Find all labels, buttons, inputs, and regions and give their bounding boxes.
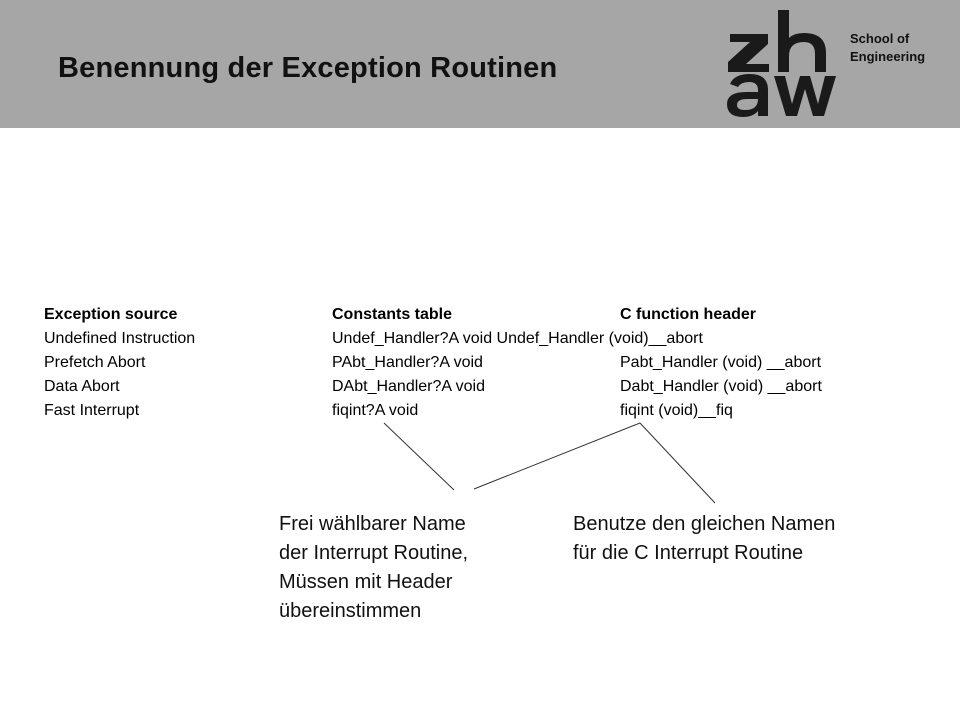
- table-cell-function: Pabt_Handler (void) __abort: [620, 354, 822, 371]
- table-cell-constant: Undef_Handler?A void Undef_Handler (void…: [332, 330, 703, 347]
- slide-title: Benennung der Exception Routinen: [58, 52, 558, 84]
- table-cell-function: Dabt_Handler (void) __abort: [620, 378, 822, 395]
- table-cell-constant: fiqint?A void: [332, 402, 419, 419]
- note-left-line: Müssen mit Header: [279, 571, 453, 593]
- slide-header: Benennung der Exception Routinen School …: [0, 0, 960, 128]
- header-c-function: C function header: [620, 306, 757, 323]
- note-right-line: für die C Interrupt Routine: [573, 542, 804, 564]
- table-cell-source: Prefetch Abort: [44, 354, 146, 371]
- note-right: Benutze den gleichen Namen für die C Int…: [573, 510, 835, 568]
- connector-line-right: [639, 422, 716, 504]
- header-constants-table: Constants table: [332, 306, 453, 323]
- note-left-line: der Interrupt Routine,: [279, 542, 468, 564]
- header-exception-source: Exception source: [44, 306, 178, 323]
- connector-line-middle: [473, 422, 641, 490]
- table-cell-source: Fast Interrupt: [44, 402, 140, 419]
- note-left-line: Frei wählbarer Name: [279, 513, 466, 535]
- table-cell-constant: DAbt_Handler?A void: [332, 378, 485, 395]
- zhaw-logo: [727, 10, 836, 117]
- table-cell-constant: PAbt_Handler?A void: [332, 354, 483, 371]
- table-cell-source: Undefined Instruction: [44, 330, 196, 347]
- school-label: School of Engineering: [850, 30, 925, 66]
- note-left: Frei wählbarer Name der Interrupt Routin…: [279, 510, 468, 626]
- table-cell-function: fiqint (void)__fiq: [620, 402, 733, 419]
- connector-line-left: [383, 422, 455, 491]
- school-line-1: School of: [850, 31, 910, 46]
- note-left-line: übereinstimmen: [279, 600, 422, 622]
- school-line-2: Engineering: [850, 49, 926, 64]
- note-right-line: Benutze den gleichen Namen: [573, 513, 836, 535]
- table-cell-source: Data Abort: [44, 378, 120, 395]
